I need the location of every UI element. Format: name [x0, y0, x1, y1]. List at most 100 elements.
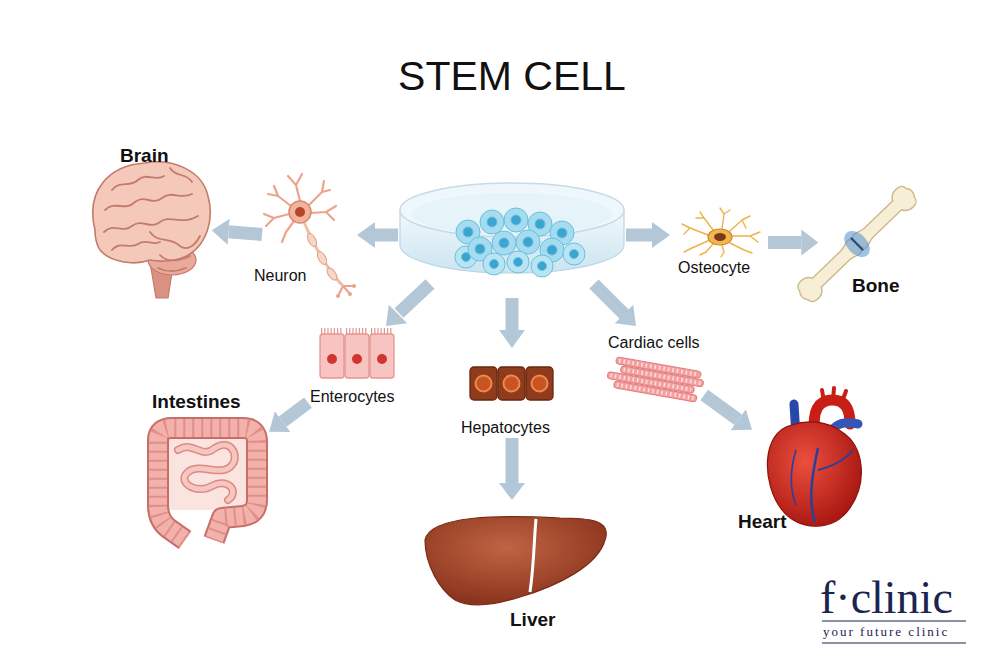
enterocytes-illustration	[320, 331, 394, 378]
dish-arrows	[626, 229, 653, 242]
cell-node: Neuron	[262, 180, 372, 298]
stem-cells	[538, 262, 547, 271]
brain-illustration	[104, 216, 198, 232]
neuron-illustration	[264, 214, 289, 226]
cell-label: Cardiac cells	[608, 333, 700, 352]
stem-cells	[535, 219, 545, 229]
osteocyte-illustration	[720, 208, 730, 229]
brain-illustration	[93, 162, 211, 298]
stem-cells	[504, 208, 528, 232]
dish-arrows	[374, 229, 398, 242]
liver-illustration	[530, 519, 536, 592]
neuron-illustration	[352, 284, 356, 288]
enterocytes-illustration	[345, 334, 369, 378]
organ-label: Bone	[852, 275, 900, 298]
cardiac-cells-illustration	[624, 370, 701, 384]
intestines-illustration	[166, 436, 250, 510]
dish-arrows	[499, 330, 525, 348]
arrow-connector	[506, 438, 519, 483]
intestines-illustration	[178, 445, 235, 500]
brain-illustration	[170, 168, 192, 182]
cell-node: Cardiac cells	[605, 333, 718, 395]
neuron-illustration	[268, 186, 291, 206]
osteocyte-illustration	[696, 212, 714, 231]
neuron-illustration	[295, 207, 305, 217]
cell-label: Osteocyte	[678, 258, 750, 277]
stem-cells	[487, 217, 497, 227]
enterocytes-illustration	[327, 354, 337, 364]
enterocytes-illustration	[370, 334, 394, 378]
enterocytes-illustration	[321, 328, 343, 334]
heart-illustration	[767, 388, 861, 526]
neuron-illustration	[348, 292, 352, 296]
stem-cells	[514, 258, 523, 267]
heart-illustration	[818, 450, 853, 470]
cell-label: Hepatocytes	[461, 418, 550, 437]
stem-cells	[490, 260, 499, 269]
cardiac-cells-illustration	[605, 356, 705, 403]
stem-cells	[507, 251, 529, 273]
arrow-connector	[768, 236, 801, 249]
hepatocytes-illustration	[498, 367, 525, 400]
organ-node: Liver	[417, 500, 607, 630]
dish-arrows	[615, 305, 636, 326]
hepatocytes-illustration	[476, 376, 492, 392]
enterocytes-illustration	[346, 328, 368, 334]
hepatocytes-illustration	[470, 367, 497, 400]
enterocytes-illustration	[377, 354, 387, 364]
enterocytes-illustration	[352, 354, 362, 364]
cardiac-cells-illustration	[610, 375, 691, 389]
neuron-illustration	[282, 221, 294, 242]
osteocyte-illustration	[721, 245, 724, 257]
organ-label: Heart	[738, 511, 787, 534]
bone-illustration	[839, 226, 874, 262]
organ-node: Heart	[752, 410, 870, 535]
neuron-illustration	[325, 266, 339, 282]
stem-cells	[557, 228, 567, 238]
hepatocytes-illustration	[470, 367, 553, 400]
brain-illustration	[158, 268, 186, 271]
cell-label: Enterocytes	[310, 387, 394, 406]
stem-cells	[475, 244, 485, 254]
arrow-connector	[229, 232, 262, 235]
cell-node: Enterocytes	[308, 322, 408, 408]
enterocytes-illustration	[320, 334, 344, 378]
heart-illustration	[822, 388, 846, 402]
dish-arrows	[594, 284, 625, 315]
neuron-illustration	[309, 181, 330, 205]
stem-cells	[516, 230, 540, 254]
neuron-illustration	[305, 232, 318, 248]
neuron-illustration	[288, 174, 302, 201]
stem-cells	[463, 227, 473, 237]
hepatocytes-illustration	[532, 376, 548, 392]
stem-cells	[531, 255, 553, 277]
stem-cells	[547, 245, 557, 255]
arrow-connector	[283, 403, 308, 422]
neuron-illustration	[289, 201, 311, 223]
neuron-illustration	[315, 250, 328, 266]
stem-cells	[511, 215, 521, 225]
neuron-illustration	[336, 294, 340, 298]
cardiac-cells-illustration	[617, 385, 694, 399]
osteocyte-illustration	[730, 216, 750, 231]
osteocyte-illustration	[732, 232, 760, 242]
organ-node: Intestines	[140, 415, 270, 545]
intestines-illustration	[178, 445, 235, 500]
brain-illustration	[105, 194, 192, 210]
osteocyte-illustration	[682, 208, 760, 257]
petri-dish	[400, 183, 624, 273]
intestines-illustration	[158, 428, 257, 540]
cell-label: Neuron	[254, 266, 306, 285]
dish-arrows	[357, 222, 670, 348]
brain-illustration	[104, 168, 200, 271]
bone-illustration	[791, 180, 922, 308]
heart-illustration	[811, 448, 818, 522]
bone-illustration	[851, 238, 864, 251]
logo-rules	[822, 621, 966, 643]
cell-node: Hepatocytes	[458, 362, 566, 438]
intestines-illustration	[158, 428, 257, 540]
brain-illustration	[112, 176, 164, 190]
